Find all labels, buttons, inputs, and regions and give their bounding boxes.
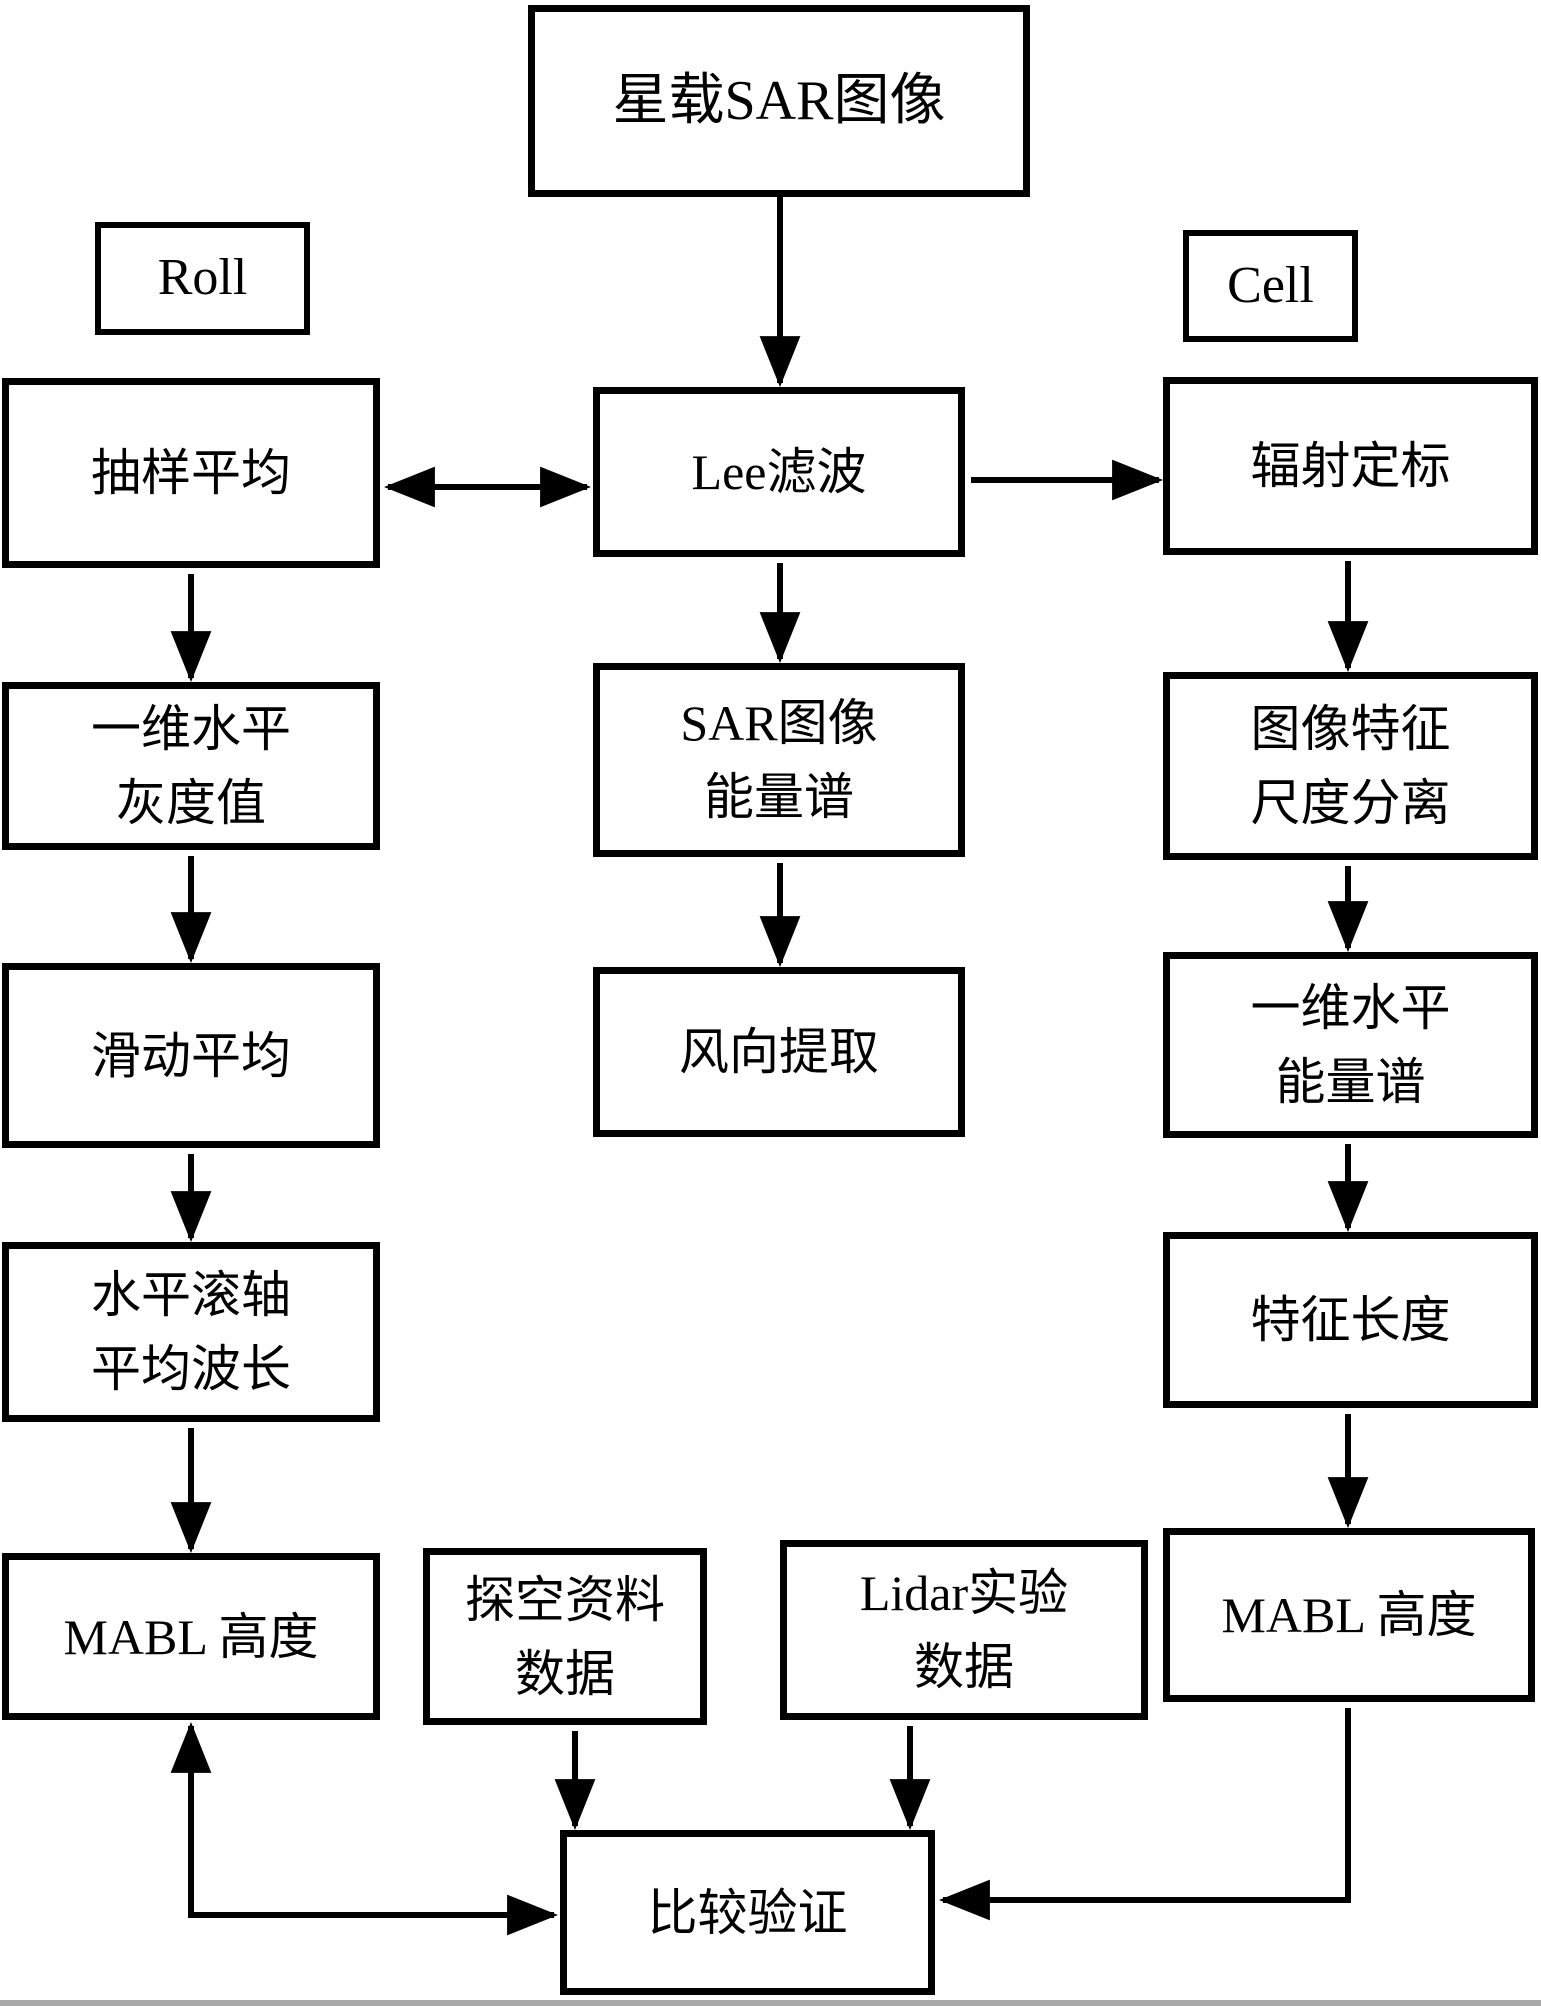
node-comparison-validation: 比较验证 — [560, 1830, 935, 1995]
node-roll-average-wavelength: 水平滚轴 平均波长 — [2, 1242, 380, 1422]
node-label-line2: 灰度值 — [116, 775, 266, 831]
node-sampling-average: 抽样平均 — [2, 378, 380, 568]
node-label-line1: 一维水平 — [91, 701, 291, 757]
arrow-mabl-left-comparison-double — [170, 1721, 559, 1936]
node-label-line2: 能量谱 — [1275, 1054, 1426, 1110]
node-label: 滑动平均 — [91, 1027, 291, 1084]
node-label-line2: 平均波长 — [91, 1341, 291, 1397]
node-sliding-average: 滑动平均 — [2, 963, 380, 1148]
node-feature-length: 特征长度 — [1163, 1232, 1538, 1408]
node-label: Roll — [157, 249, 248, 307]
node-label: MABL 高度 — [63, 1608, 319, 1665]
node-label: MABL 高度 — [1221, 1587, 1477, 1643]
node-label-line1: Lidar实验 — [859, 1565, 1069, 1621]
node-label: 比较验证 — [647, 1884, 848, 1941]
node-label-line1: 一维水平 — [1250, 980, 1451, 1036]
node-sar-image: 星载SAR图像 — [528, 5, 1030, 197]
node-mabl-height-left: MABL 高度 — [2, 1553, 380, 1720]
node-horizontal-energy-spectrum: 一维水平 能量谱 — [1163, 952, 1538, 1138]
node-label-line2: 能量谱 — [704, 769, 854, 825]
node-label: 特征长度 — [1250, 1292, 1451, 1348]
node-label: Cell — [1227, 256, 1314, 314]
node-horizontal-gray-value: 一维水平 灰度值 — [2, 682, 380, 850]
arrow-mabl-right-to-comparison — [938, 1708, 1351, 1921]
node-wind-direction-extraction: 风向提取 — [593, 967, 965, 1137]
node-label: 风向提取 — [679, 1024, 879, 1080]
node-label-line1: 探空资料 — [465, 1571, 665, 1628]
node-label: 星载SAR图像 — [612, 69, 946, 132]
node-label: Lee滤波 — [691, 444, 867, 500]
node-roll-tag: Roll — [95, 222, 310, 335]
node-sar-energy-spectrum: SAR图像 能量谱 — [593, 663, 965, 857]
node-label-line2: 数据 — [914, 1639, 1014, 1695]
node-lidar-data: Lidar实验 数据 — [780, 1540, 1148, 1720]
node-mabl-height-right: MABL 高度 — [1163, 1528, 1535, 1702]
node-label-line1: SAR图像 — [680, 695, 878, 751]
scan-bottom-edge — [0, 2000, 1541, 2006]
node-feature-scale-separation: 图像特征 尺度分离 — [1163, 672, 1538, 860]
node-cell-tag: Cell — [1183, 230, 1358, 342]
node-label-line1: 图像特征 — [1250, 701, 1451, 757]
node-label-line2: 尺度分离 — [1250, 775, 1451, 831]
node-lee-filter: Lee滤波 — [593, 387, 965, 557]
node-label: 辐射定标 — [1250, 438, 1451, 494]
node-label: 抽样平均 — [91, 445, 291, 501]
node-radiometric-calibration: 辐射定标 — [1163, 377, 1538, 555]
node-label-line1: 水平滚轴 — [91, 1267, 291, 1323]
node-sounding-data: 探空资料 数据 — [423, 1548, 707, 1725]
node-label-line2: 数据 — [515, 1645, 615, 1702]
